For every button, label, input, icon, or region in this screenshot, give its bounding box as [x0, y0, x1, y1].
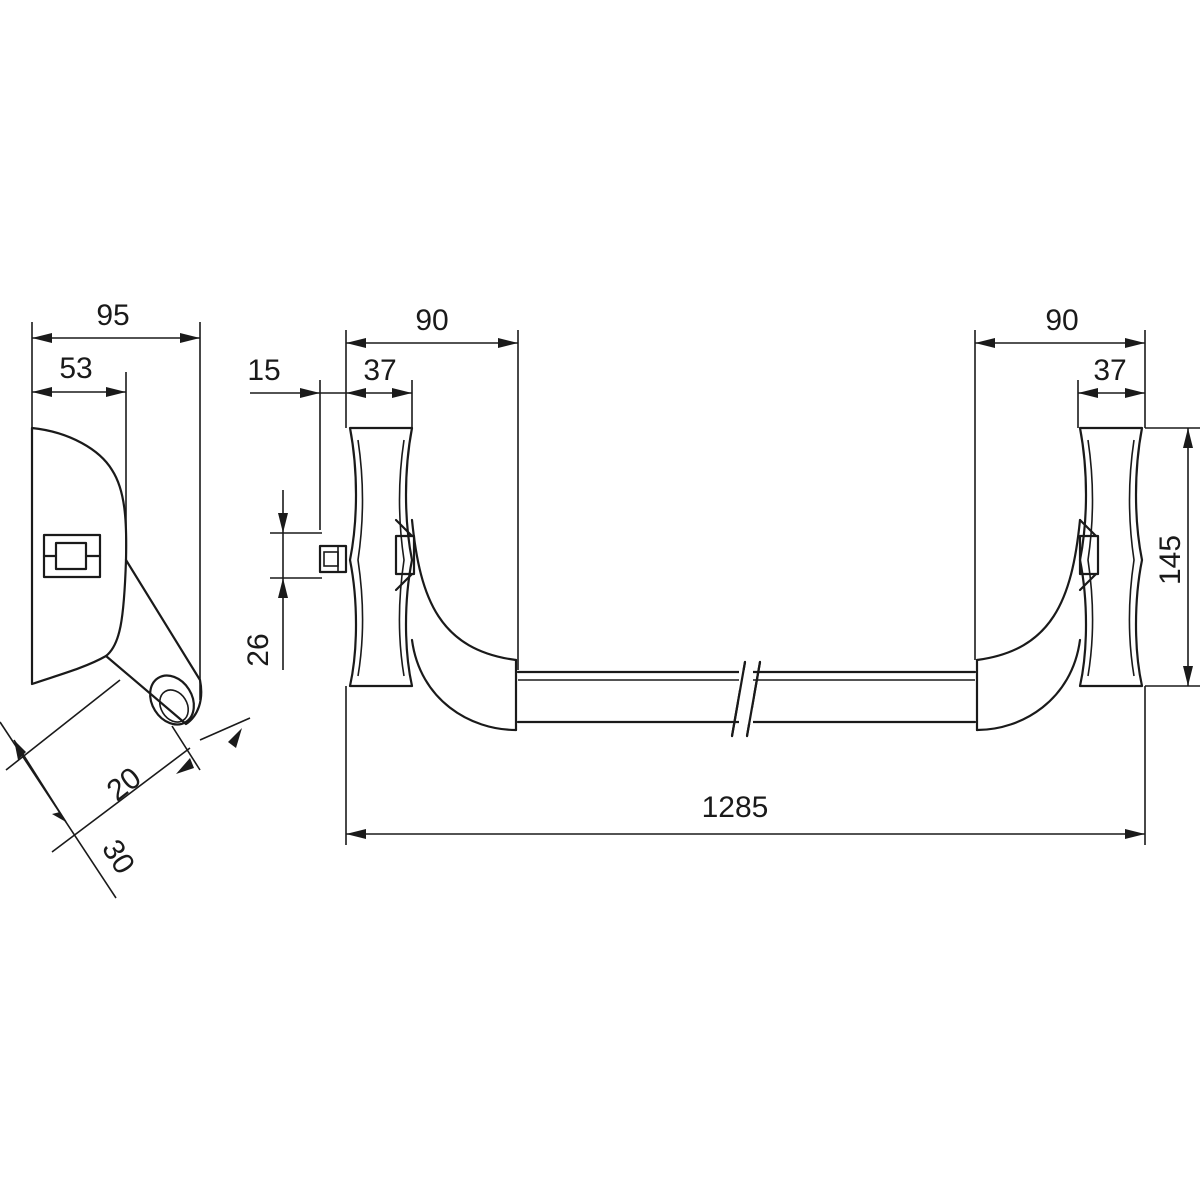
push-bar — [516, 660, 977, 738]
dimension-26: 26 — [242, 490, 322, 670]
dim-label-30: 30 — [95, 834, 141, 880]
dimension-53: 53 — [32, 352, 126, 397]
dimension-1285: 1285 — [345, 686, 1146, 845]
dim-label-15: 15 — [247, 354, 280, 387]
dim-label-20: 20 — [101, 761, 148, 808]
dimension-angled: 20 30 — [0, 679, 251, 899]
dim-label-26: 26 — [242, 633, 275, 666]
dim-label-53: 53 — [59, 352, 92, 385]
side-housing — [30, 426, 203, 726]
dimension-15-37: 15 37 — [247, 354, 412, 398]
front-view: 90 15 37 90 37 — [242, 304, 1200, 845]
dimension-145: 145 — [1145, 427, 1200, 687]
dim-label-left-37: 37 — [363, 354, 396, 387]
dim-label-1285: 1285 — [702, 791, 769, 824]
dim-label-left-90: 90 — [415, 304, 448, 337]
dimension-left-90: 90 — [346, 304, 518, 348]
right-bracket — [975, 426, 1144, 732]
dimension-right-90: 90 — [975, 304, 1145, 348]
left-bracket — [318, 426, 518, 732]
dim-label-right-90: 90 — [1045, 304, 1078, 337]
dimension-right-37: 37 — [1078, 354, 1145, 398]
dimension-95: 95 — [32, 299, 200, 343]
dim-label-right-37: 37 — [1093, 354, 1126, 387]
dim-label-145: 145 — [1154, 535, 1187, 585]
side-view: 95 53 — [0, 299, 251, 899]
dim-label-95: 95 — [96, 299, 129, 332]
